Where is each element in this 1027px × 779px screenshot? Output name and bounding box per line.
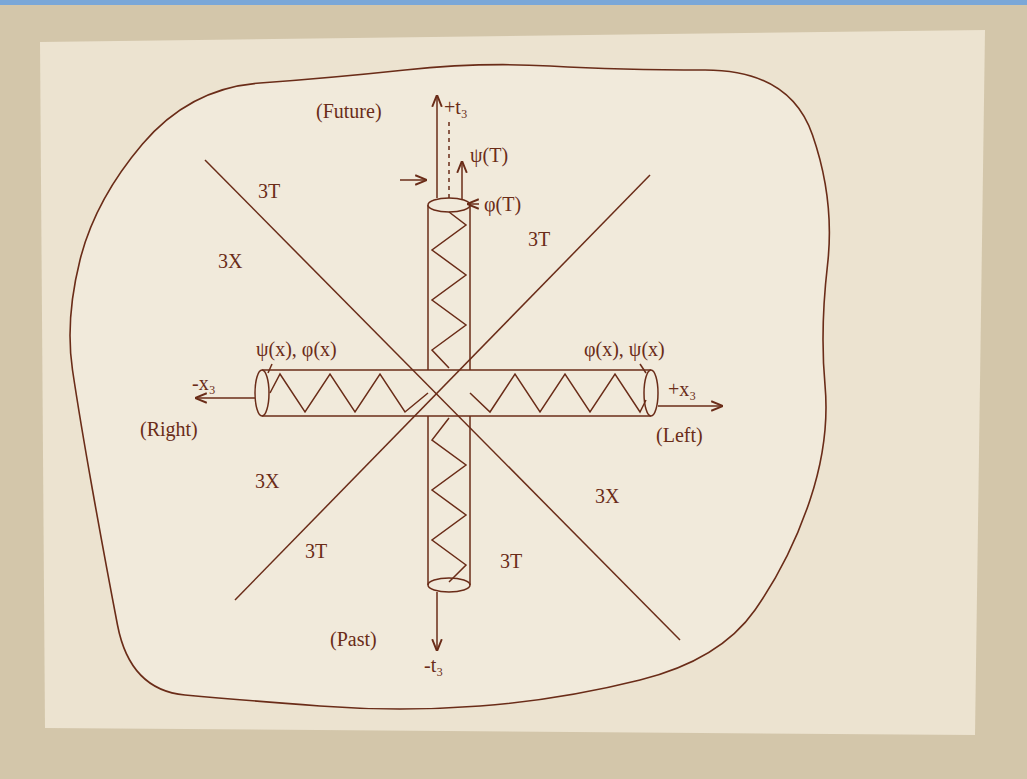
axis-label: 3T: [500, 550, 522, 572]
cylinder-end: [644, 370, 658, 416]
axis-arrow: [436, 96, 438, 198]
cylinder-wall: [469, 416, 471, 585]
cylinder-end: [255, 370, 269, 416]
spring-zigzag: [270, 374, 428, 412]
light-cone-line: [205, 160, 680, 640]
cloud-outline: [70, 65, 829, 709]
axis-label: 3T: [528, 228, 550, 250]
cylinder-end: [428, 198, 470, 212]
center-line: [448, 120, 450, 198]
axis-arrow: [658, 405, 722, 407]
leader-line: [268, 364, 272, 373]
axis-arrow: [196, 397, 255, 399]
spring-zigzag: [470, 374, 646, 412]
paper-sheet: [40, 30, 985, 735]
spring-zigzag: [432, 418, 466, 582]
cylinder-wall: [427, 205, 429, 370]
axis-label: (Future): [316, 100, 382, 122]
cylinder-wall: [262, 415, 651, 417]
axis-label: +x₃: [668, 378, 696, 400]
axis-label: φ(T): [484, 193, 521, 215]
axis-label: φ(x), ψ(x): [584, 338, 665, 360]
leader-arrow: [461, 162, 463, 200]
axis-label: -x₃: [192, 372, 216, 394]
cylinder-wall: [427, 416, 429, 585]
axis-label: 3T: [305, 540, 327, 562]
top-strip: [0, 0, 1027, 5]
axis-label: (Past): [330, 628, 377, 650]
axis-label: 3X: [218, 250, 242, 272]
axis-arrow: [436, 592, 438, 650]
leader-line: [640, 364, 646, 373]
cylinder-wall: [469, 205, 471, 370]
cylinder-end: [428, 578, 470, 592]
axis-label: 3T: [258, 180, 280, 202]
axis-label: (Right): [140, 418, 198, 440]
width-marker: [400, 179, 426, 181]
leader-arrow: [468, 203, 479, 205]
spring-zigzag: [432, 212, 466, 368]
axis-label: (Left): [656, 424, 703, 446]
cylinder-wall: [262, 369, 651, 371]
light-cone-line: [235, 175, 650, 600]
axis-label: +t₃: [444, 96, 468, 118]
axis-label: 3X: [255, 470, 279, 492]
axis-label: -t₃: [424, 654, 443, 676]
axis-label: ψ(T): [470, 144, 508, 166]
axis-label: 3X: [595, 485, 619, 507]
axis-label: ψ(x), φ(x): [256, 338, 337, 360]
